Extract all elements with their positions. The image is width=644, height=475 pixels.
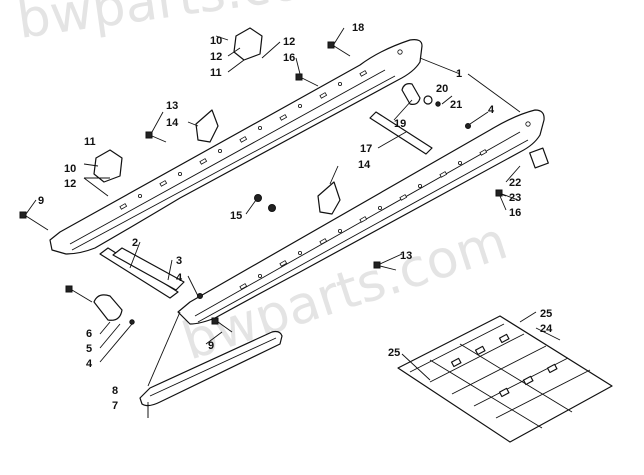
callout-15: 15: [230, 210, 242, 222]
callout-25-a: 25: [540, 308, 552, 320]
callout-12-a: 12: [210, 51, 222, 63]
bracket-lower: [317, 181, 341, 215]
callout-10-b: 10: [64, 163, 76, 175]
callout-23: 23: [509, 192, 521, 204]
callout-8: 8: [112, 385, 118, 397]
bracket-upper: [195, 109, 219, 143]
rail-lower-slots: [239, 121, 531, 290]
callout-19: 19: [394, 118, 406, 130]
callout-16-a: 16: [283, 52, 295, 64]
callout-6: 6: [86, 328, 92, 340]
callout-11-a: 11: [210, 67, 222, 79]
callout-1: 1: [456, 68, 462, 80]
block-rear: [233, 27, 263, 61]
rail-lower: [177, 109, 545, 325]
watermark-top: bwparts.com: [13, 0, 355, 51]
hyfax-slide: [139, 330, 283, 418]
callout-12-b: 12: [283, 36, 295, 48]
callout-16-b: 16: [509, 207, 521, 219]
callout-24: 24: [540, 323, 553, 335]
cross-shafts: [99, 111, 433, 299]
callout-21: 21: [450, 99, 462, 111]
callout-25-b: 25: [388, 347, 400, 359]
callout-14-b: 14: [358, 159, 371, 171]
leader-lines: [25, 27, 561, 418]
callout-10-a: 10: [210, 35, 222, 47]
block-front: [93, 149, 123, 183]
callout-9-a: 9: [38, 195, 44, 207]
callout-14-a: 14: [166, 117, 179, 129]
callout-5: 5: [86, 343, 92, 355]
rail-upper: [49, 39, 423, 255]
callout-4-c: 4: [86, 358, 93, 370]
callout-7: 7: [112, 400, 118, 412]
callout-13-b: 13: [400, 250, 412, 262]
spacer-20: [423, 95, 433, 105]
rail-upper-slots: [119, 49, 403, 210]
callout-13-a: 13: [166, 100, 178, 112]
fasteners: [19, 41, 519, 333]
callout-11-b: 11: [84, 136, 96, 148]
callout-9-b: 9: [208, 340, 214, 352]
callout-18: 18: [352, 22, 364, 34]
callout-labels: 1 2 3 4 4 4 5 6 7 8 9 9 10 10 11 11 12 1…: [38, 22, 553, 412]
callout-12-c: 12: [64, 178, 76, 190]
callout-4-a: 4: [176, 272, 183, 284]
callout-2: 2: [132, 237, 138, 249]
callout-22: 22: [509, 177, 521, 189]
callout-20: 20: [436, 83, 448, 95]
callout-3: 3: [176, 255, 182, 267]
callout-4-b: 4: [488, 104, 495, 116]
wheel-front: [93, 294, 123, 321]
wheel-rear: [401, 83, 421, 105]
callout-17: 17: [360, 143, 372, 155]
track-assembly: [397, 315, 613, 443]
block-right: [529, 147, 549, 169]
